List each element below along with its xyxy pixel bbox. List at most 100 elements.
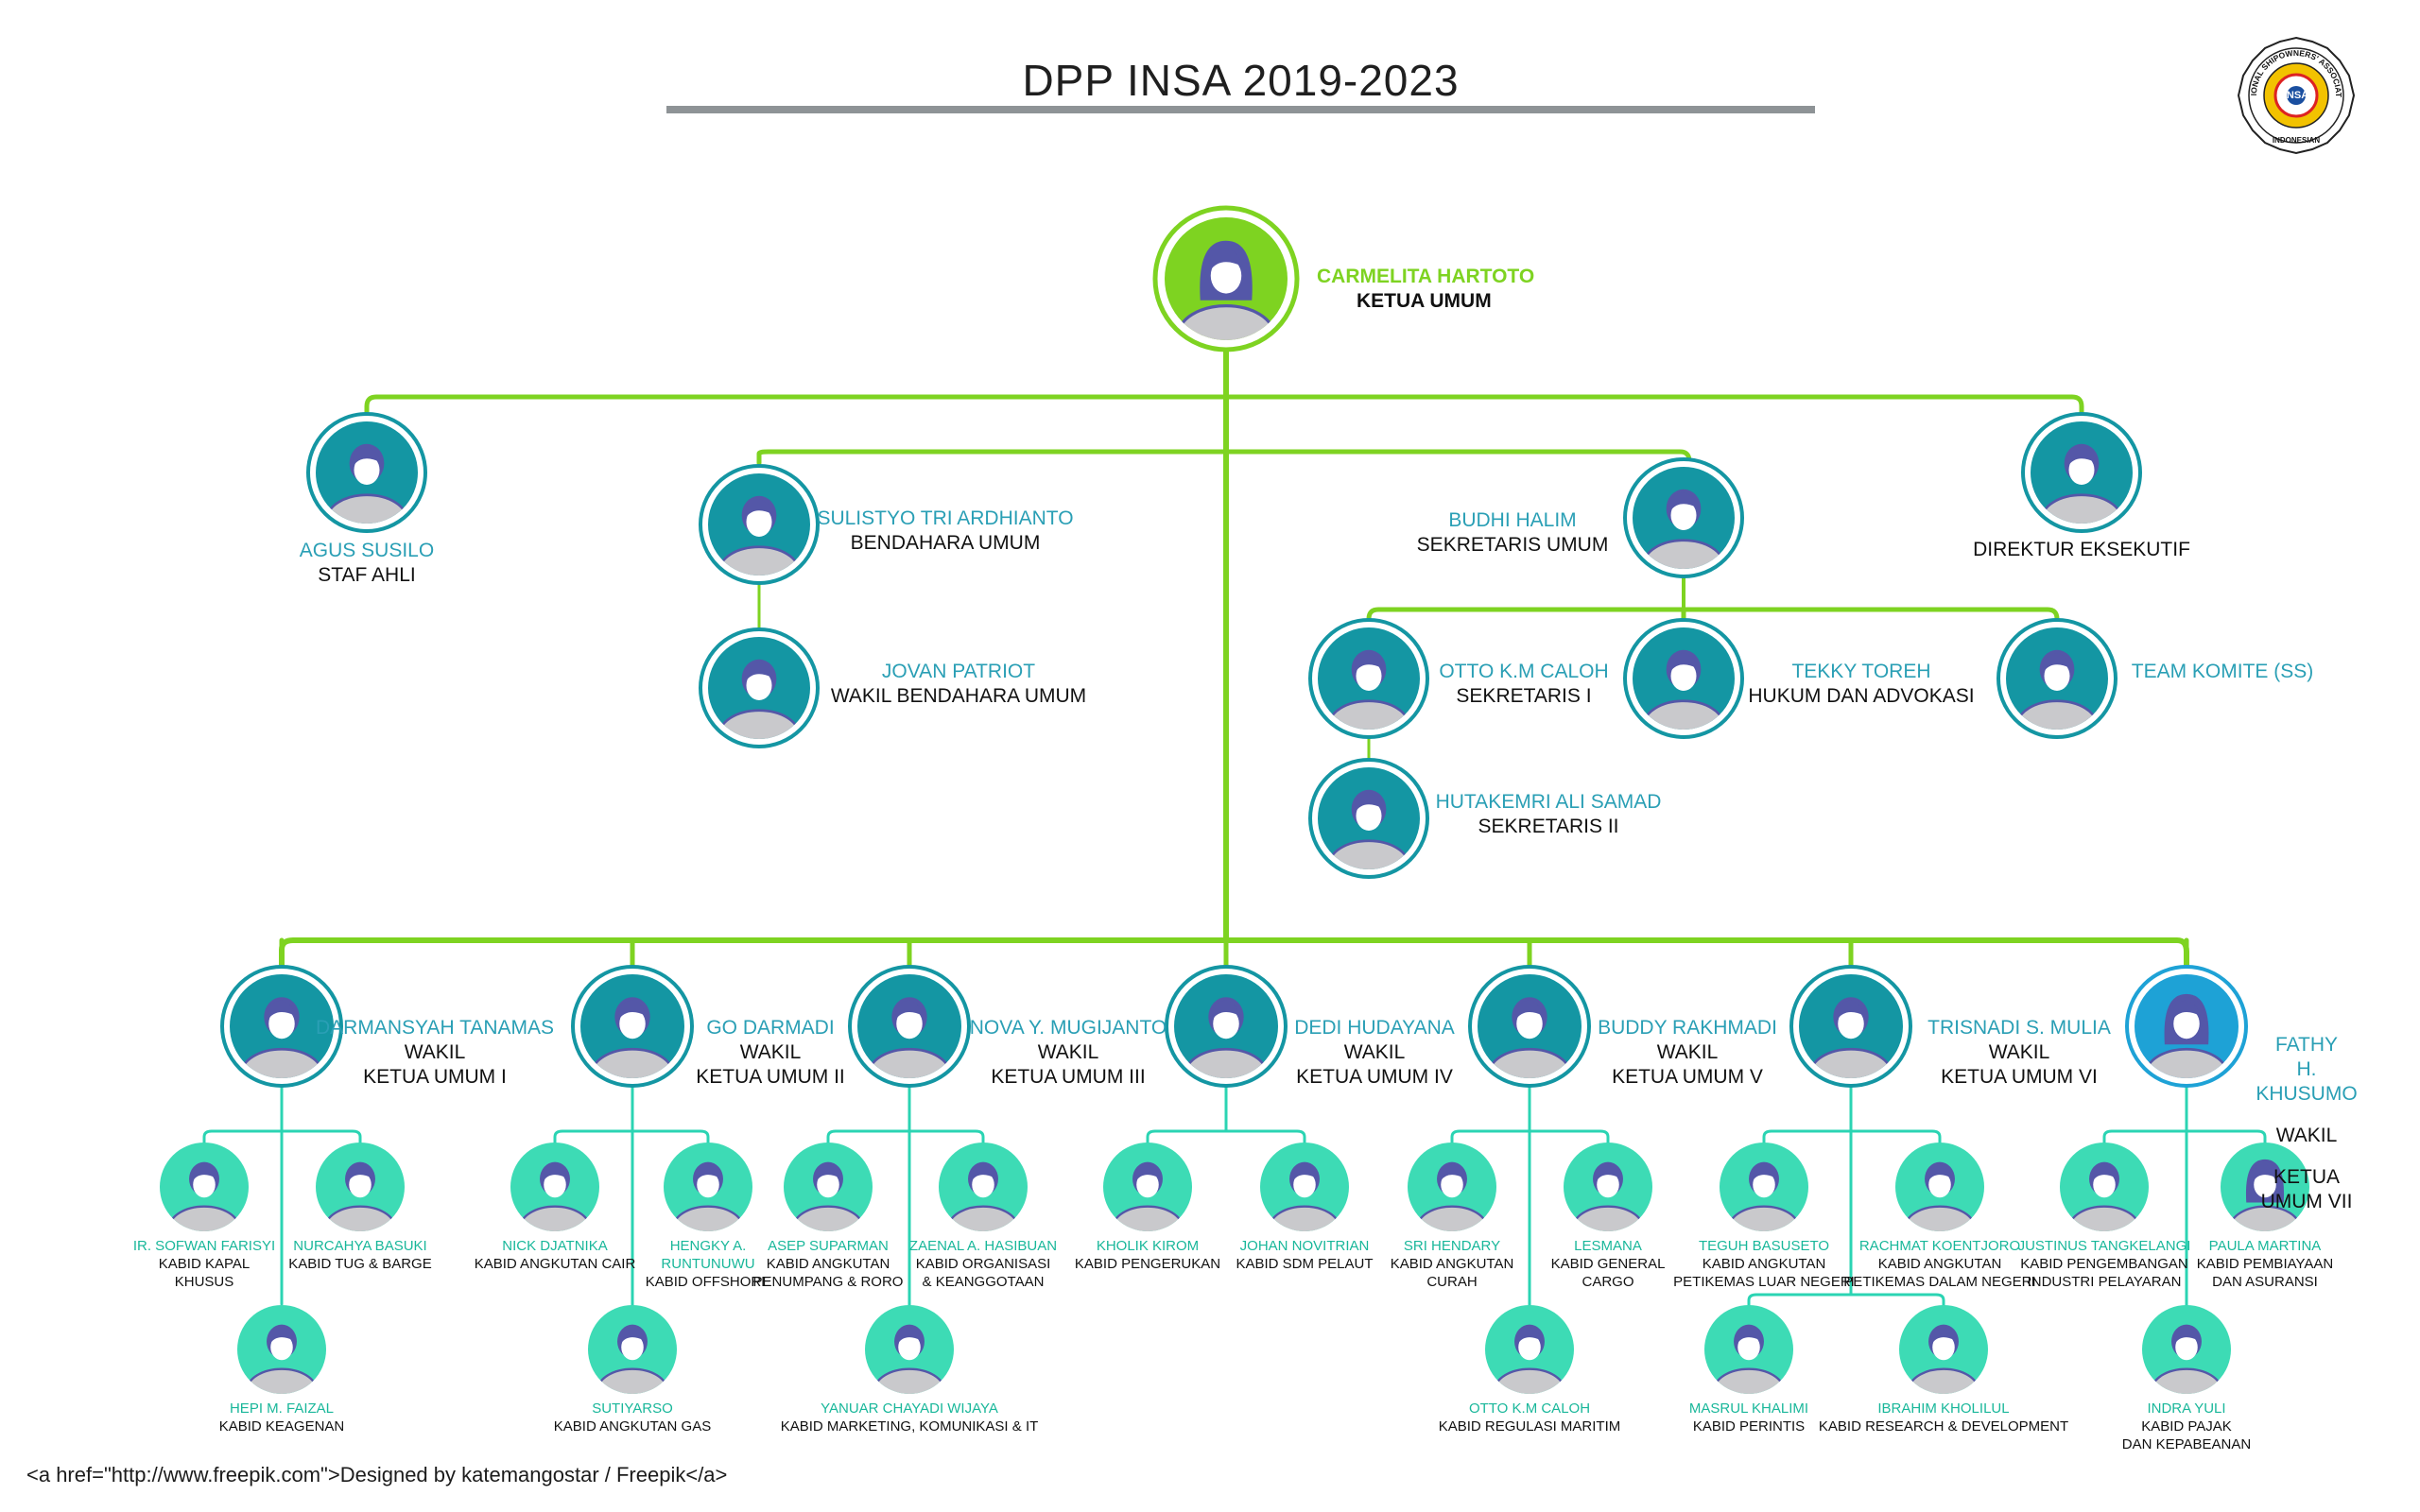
node-role: HUKUM DAN ADVOKASI xyxy=(1748,685,1975,707)
node-name: SULISTYO TRI ARDHIANTO xyxy=(817,507,1074,529)
kabid-name: SRI HENDARY xyxy=(1403,1238,1501,1254)
kabid-label-11: JOHAN NOVITRIAN KABID SDM PELAUT xyxy=(1236,1237,1373,1273)
level1-inner-branch xyxy=(756,449,1692,466)
node-name: TEAM KOMITE (SS) xyxy=(2131,661,2314,682)
avatar-kabid-7 xyxy=(784,1143,873,1231)
avatar-ketua-umum xyxy=(1152,205,1300,352)
kabid-name: JOHAN NOVITRIAN xyxy=(1239,1238,1370,1254)
kabid-name: ASEP SUPARMAN xyxy=(768,1238,889,1254)
kabid-role: KABID KAPAL KHUSUS xyxy=(158,1256,251,1290)
node-name: NOVA Y. MUGIJANTO xyxy=(969,1017,1167,1039)
node-name: BUDDY RAKHMADI xyxy=(1598,1017,1777,1039)
avatar-kabid-2 xyxy=(316,1143,405,1231)
node-team-komite-label: TEAM KOMITE (SS) xyxy=(2132,660,2314,684)
avatar-kabid-8 xyxy=(939,1143,1028,1231)
avatar-wakil-ketua-6 xyxy=(1789,965,1912,1088)
node-name: CARMELITA HARTOTO xyxy=(1317,266,1535,287)
node-sekretaris-2-label: HUTAKEMRI ALI SAMAD SEKRETARIS II xyxy=(1436,790,1662,839)
avatar-kabid-6 xyxy=(588,1305,677,1394)
node-role: DIREKTUR EKSEKUTIF xyxy=(1973,539,2190,560)
avatar-sekretaris-2 xyxy=(1308,758,1429,879)
node-role: SEKRETARIS I xyxy=(1456,685,1592,707)
kabid-label-15: TEGUH BASUSETO KABID ANGKUTAN PETIKEMAS L… xyxy=(1673,1237,1855,1291)
node-bendahara-label: SULISTYO TRI ARDHIANTO BENDAHARA UMUM xyxy=(817,507,1073,556)
node-name: OTTO K.M CALOH xyxy=(1439,661,1609,682)
credit-text: <a href="http://www.freepik.com">Designe… xyxy=(26,1463,728,1486)
node-role: KETUA UMUM VII xyxy=(2260,1166,2353,1212)
kabid-name: IBRAHIM KHOLILUL xyxy=(1877,1400,2010,1417)
avatar-kabid-16 xyxy=(1895,1143,1984,1231)
kabid-name: SUTIYARSO xyxy=(592,1400,673,1417)
node-role: STAF AHLI xyxy=(318,564,416,586)
kabid-role: KABID PENGEMBANGAN INDUSTRI PELAYARAN xyxy=(2020,1256,2188,1290)
avatar-hukum xyxy=(1623,618,1744,739)
node-wkt7-label: FATHY H. KHUSUMO WAKIL KETUA UMUM VII xyxy=(2250,1016,2363,1231)
node-role: SEKRETARIS II xyxy=(1478,816,1619,837)
node-wkt3-label: NOVA Y. MUGIJANTO WAKIL KETUA UMUM III xyxy=(970,1016,1167,1090)
kabid-name: INDRA YULI xyxy=(2147,1400,2226,1417)
node-ketua-umum-label: CARMELITA HARTOTO KETUA UMUM xyxy=(1317,265,1534,314)
avatar-wakil-ketua-1 xyxy=(220,965,343,1088)
node-role: KETUA UMUM V xyxy=(1612,1066,1763,1088)
kabid-role: KABID ANGKUTAN PETIKEMAS LUAR NEGERI xyxy=(1673,1256,1855,1290)
kabid-name: TEGUH BASUSETO xyxy=(1698,1238,1830,1254)
node-role: WAKIL xyxy=(2275,1125,2338,1146)
kabid-role: KABID ANGKUTAN PENUMPANG & RORO xyxy=(752,1256,904,1290)
node-hukum-label: TEKKY TOREH HUKUM DAN ADVOKASI xyxy=(1748,660,1974,709)
logo-bottom-text: INDONESIAN xyxy=(2273,136,2320,145)
kabid-name: NURCAHYA BASUKI xyxy=(293,1238,427,1254)
kabid-role: KABID KEAGENAN xyxy=(218,1418,345,1435)
node-role: KETUA UMUM II xyxy=(696,1066,845,1088)
node-role: KETUA UMUM xyxy=(1357,290,1492,312)
node-role: SEKRETARIS UMUM xyxy=(1416,534,1609,556)
node-role: WAKIL xyxy=(1656,1041,1719,1063)
kabid-name: YANUAR CHAYADI WIJAYA xyxy=(821,1400,998,1417)
kabid-role: KABID REGULASI MARITIM xyxy=(1438,1418,1621,1435)
node-name: DARMANSYAH TANAMAS xyxy=(315,1017,555,1039)
node-role: WAKIL xyxy=(1343,1041,1406,1063)
page-title: DPP INSA 2019-2023 xyxy=(1022,56,1460,105)
avatar-bendahara-umum xyxy=(699,464,820,585)
node-direktur-label: DIREKTUR EKSEKUTIF xyxy=(1973,538,2190,562)
node-wkt5-label: BUDDY RAKHMADI WAKIL KETUA UMUM V xyxy=(1598,1016,1777,1090)
node-name: AGUS SUSILO xyxy=(299,540,435,561)
node-role: KETUA UMUM IV xyxy=(1296,1066,1453,1088)
insa-logo: NATIONAL SHIPOWNERS' ASSOCIATION INDONES… xyxy=(2237,36,2356,155)
node-name: HUTAKEMRI ALI SAMAD xyxy=(1435,791,1662,813)
kabid-role: KABID ORGANISASI & KEANGGOTAAN xyxy=(915,1256,1051,1290)
node-role: WAKIL xyxy=(404,1041,466,1063)
kabid-label-7: ASEP SUPARMAN KABID ANGKUTAN PENUMPANG & … xyxy=(753,1237,904,1291)
avatars xyxy=(160,205,2309,1394)
avatar-kabid-13 xyxy=(1564,1143,1652,1231)
node-role: WAKIL xyxy=(1037,1041,1099,1063)
avatar-wakil-ketua-5 xyxy=(1468,965,1591,1088)
avatar-kabid-5 xyxy=(664,1143,752,1231)
node-role: KETUA UMUM III xyxy=(991,1066,1146,1088)
kabid-role: KABID SDM PELAUT xyxy=(1236,1256,1374,1272)
node-name: FATHY H. KHUSUMO xyxy=(2256,1034,2358,1105)
avatar-wakil-bendahara xyxy=(699,627,820,748)
avatar-wakil-ketua-4 xyxy=(1165,965,1288,1088)
kabid-role: KABID GENERAL CARGO xyxy=(1550,1256,1666,1290)
connectors xyxy=(202,347,2267,1311)
kabid-name: PAULA MARTINA xyxy=(2208,1238,2322,1254)
title-underline xyxy=(666,106,1815,113)
avatar-kabid-17 xyxy=(1704,1305,1793,1394)
sekretaris-branch xyxy=(1366,607,2060,631)
avatar-kabid-9 xyxy=(865,1305,954,1394)
avatar-wakil-ketua-3 xyxy=(848,965,971,1088)
node-role: KETUA UMUM I xyxy=(363,1066,507,1088)
avatar-kabid-21 xyxy=(2142,1305,2231,1394)
